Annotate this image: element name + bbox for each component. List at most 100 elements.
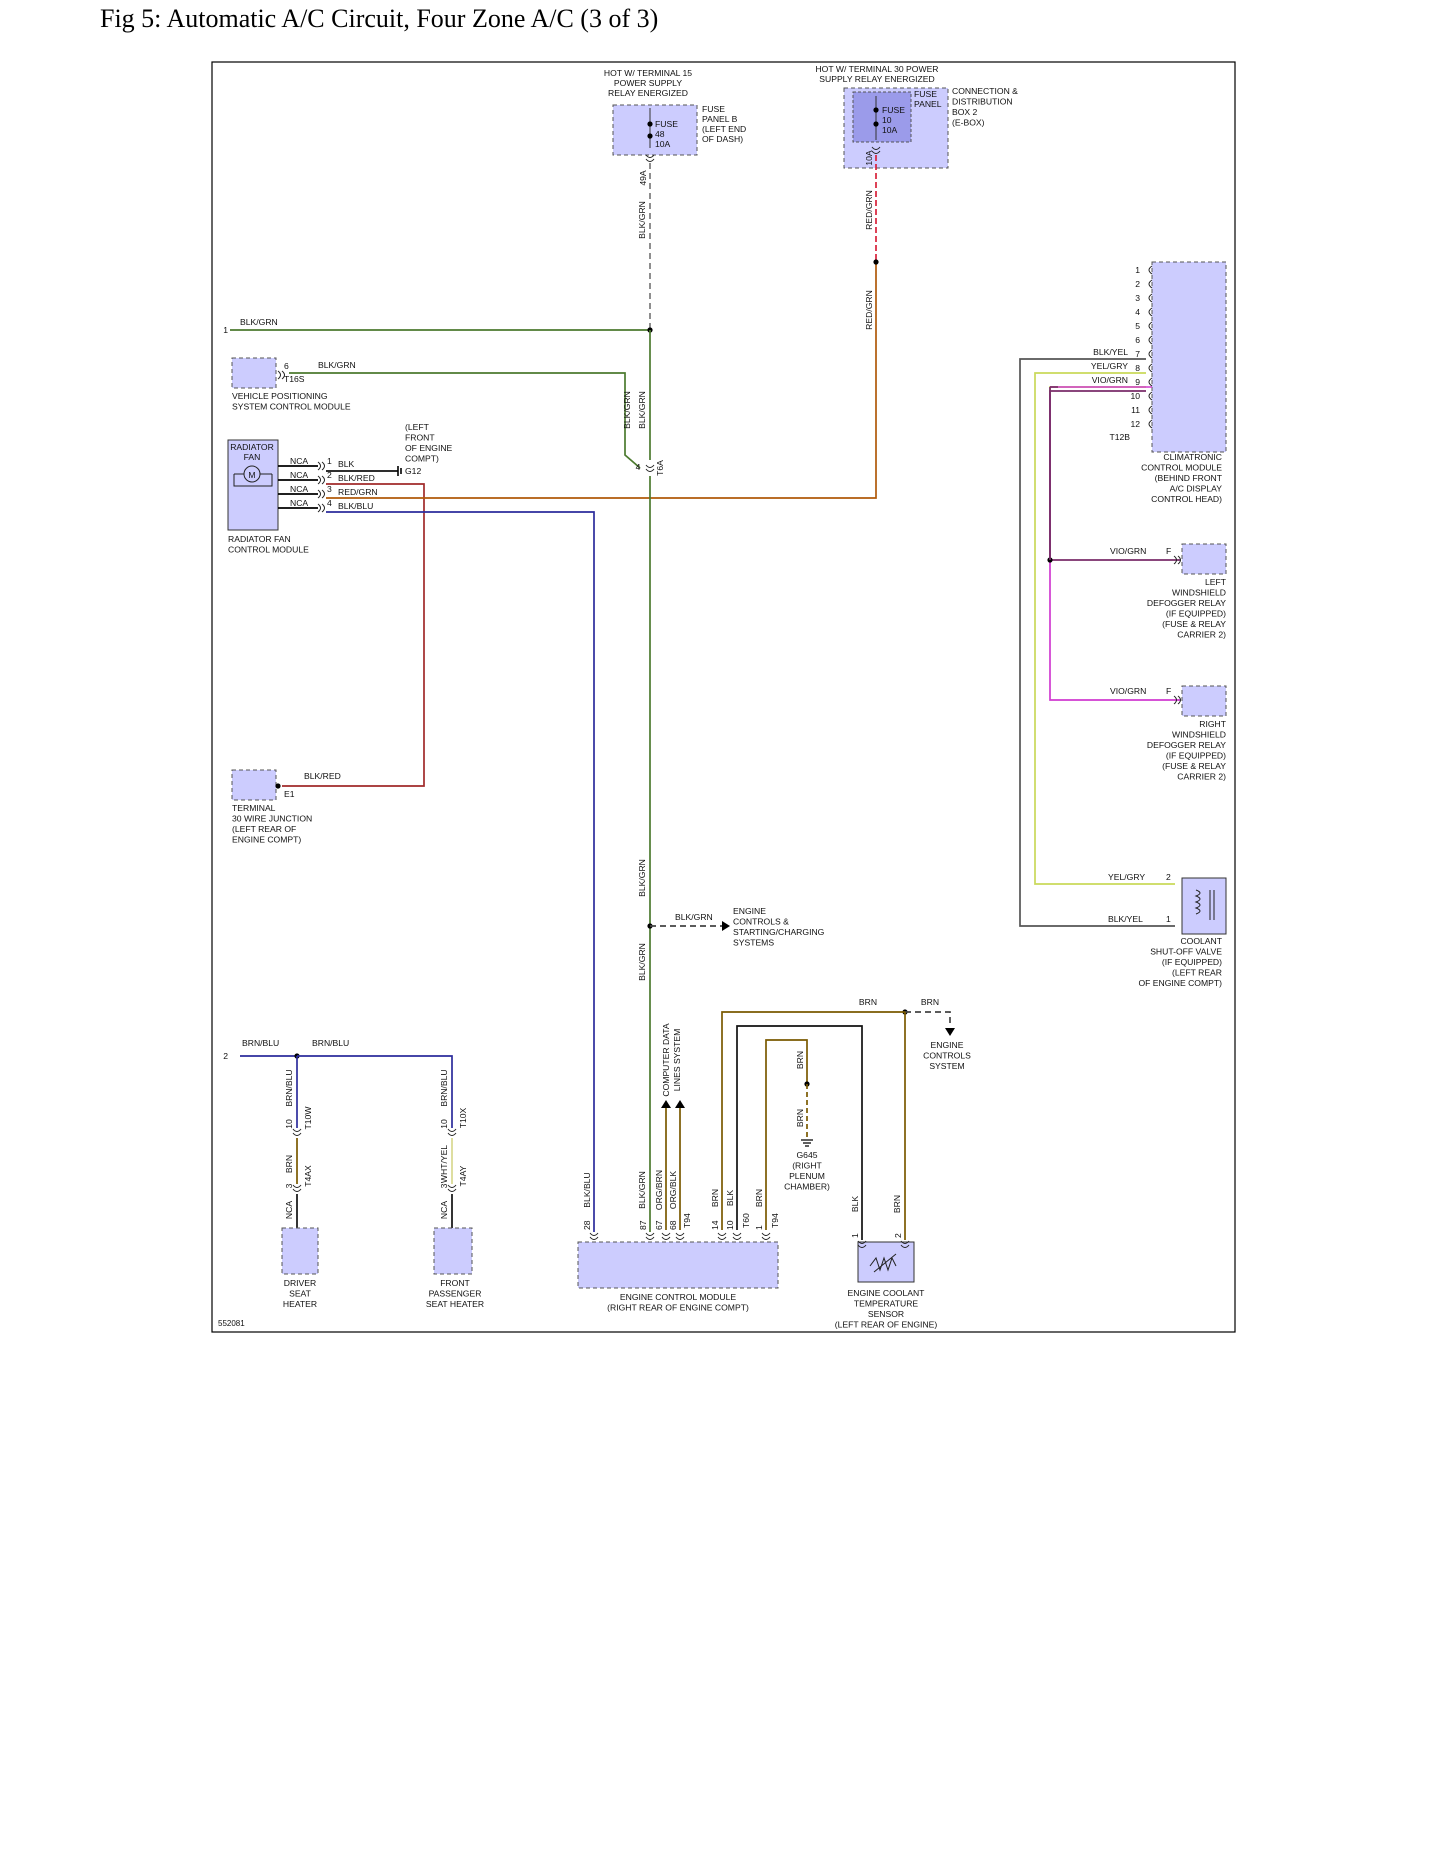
wire-label-vio-grn: VIO/GRN [1110, 686, 1146, 696]
ground-g645-icon [801, 1139, 813, 1147]
fuse-panel-b-label-line: OF DASH) [702, 134, 743, 144]
wire-label-nca: NCA [290, 470, 308, 480]
ecm-pin-connector [732, 1232, 742, 1240]
defog-right-label-line: (IF EQUIPPED) [1166, 751, 1226, 761]
defog-left-label-line: (IF EQUIPPED) [1166, 609, 1226, 619]
ecm-label-line: ENGINE CONTROL MODULE [620, 1292, 736, 1302]
ground-g12-location-line: OF ENGINE [405, 443, 453, 453]
defog-left-box [1181, 543, 1227, 575]
passenger-conn: T10X [458, 1107, 468, 1128]
wire-label-vio-grn: VIO/GRN [1110, 546, 1146, 556]
coolant-valve-pin: 1 [1166, 914, 1171, 924]
ecm-pin-connector [675, 1232, 685, 1240]
passenger-pin: 3 [439, 1183, 449, 1188]
climatronic-label-line: CONTROL MODULE [1141, 463, 1222, 473]
hot-t15-label-line: POWER SUPPLY [614, 78, 682, 88]
fuse10-connector [871, 146, 881, 154]
climatronic-conn: T12B [1109, 432, 1130, 442]
wire-label-nca: NCA [439, 1201, 449, 1219]
engine-controls-2-label-line: CONTROLS [923, 1051, 971, 1061]
wire-blk-ect [736, 1025, 863, 1240]
fuse-panel-box [852, 91, 912, 143]
passenger-seat-label-line: SEAT HEATER [426, 1299, 484, 1309]
ecm-pin: 87 [638, 1220, 648, 1230]
wire-label-blk: BLK [338, 459, 355, 469]
solenoid-icon [1194, 889, 1215, 920]
ecm-pin: 28 [582, 1220, 592, 1230]
ecm-pin: 14 [710, 1220, 720, 1230]
wire-label-org-brn: ORG/BRN [654, 1170, 664, 1210]
hot-t30-label-line: HOT W/ TERMINAL 30 POWER [815, 64, 938, 74]
wire-brn-g645 [765, 1039, 808, 1230]
arrow-data-line [661, 1100, 671, 1108]
defog-left-connector [1173, 555, 1181, 565]
climatronic-label-line: CONTROL HEAD) [1151, 494, 1222, 504]
climatronic-pin-connector [1148, 321, 1153, 331]
terminal30-label-line: TERMINAL [232, 803, 276, 813]
ground-g12-location-line: FRONT [405, 433, 435, 443]
climatronic-label-line: CLIMATRONIC [1163, 452, 1222, 462]
driver-connector-t10w [292, 1128, 302, 1136]
engine-controls-label-line: ENGINE [733, 906, 766, 916]
ecm-pin-connector [645, 1232, 655, 1240]
wire-label-blk: BLK [725, 1190, 735, 1207]
climatronic-pin-connector [1148, 349, 1153, 359]
wire-label-blk-blu: BLK/BLU [338, 501, 373, 511]
driver-pin: 10 [284, 1119, 294, 1129]
terminal30-label-line: ENGINE COMPT) [232, 835, 301, 845]
driver-conn: T4AX [303, 1165, 313, 1187]
wire-label-brn: BRN [284, 1155, 294, 1173]
driver-conn: T10W [303, 1106, 313, 1130]
terminal30-label-line: 30 WIRE JUNCTION [232, 814, 312, 824]
thermistor-icon [869, 1253, 897, 1273]
radiator-fan-module-label-line: RADIATOR FAN [228, 534, 291, 544]
wire-label-vio-grn: VIO/GRN [1092, 375, 1128, 385]
climatronic-pin-connector [1148, 405, 1153, 415]
driver-seat-label-line: DRIVER [284, 1278, 316, 1288]
ect-label-line: ENGINE COOLANT [848, 1288, 926, 1298]
fuse48-label-line: 10A [655, 139, 671, 149]
defog-right-label-line: CARRIER 2) [1177, 772, 1226, 782]
wire-label-red-grn: RED/GRN [864, 290, 874, 330]
driver-connector-t4ax [292, 1184, 302, 1192]
ground-g12-location-line: (LEFT [405, 422, 430, 432]
wire-blk-grn-vps [289, 372, 641, 469]
wire-label-brn: BRN [795, 1109, 805, 1127]
fuse-panel-b-label-line: (LEFT END [702, 124, 746, 134]
vps-pin: 6 [284, 361, 289, 371]
ground-g12-icon [397, 466, 402, 476]
fuse-panel-label-line: FUSE [914, 89, 937, 99]
g645-label-line: CHAMBER) [784, 1182, 830, 1192]
wire-blk-blu [326, 511, 595, 1232]
motor-symbol: M [248, 470, 255, 480]
ecm-label-line: (RIGHT REAR OF ENGINE COMPT) [607, 1303, 749, 1313]
defog-left-label-line: LEFT [1205, 577, 1227, 587]
climatronic-pin-connector [1148, 391, 1153, 401]
t6a-conn: T6A [655, 460, 665, 476]
ecm-conn: T94 [770, 1213, 780, 1228]
climatronic-pin-connector [1148, 307, 1153, 317]
climatronic-pin: 11 [1131, 405, 1140, 415]
climatronic-pin-connector [1148, 419, 1153, 429]
coolant-valve-label-line: OF ENGINE COMPT) [1138, 978, 1222, 988]
climatronic-pin: 3 [1135, 293, 1140, 303]
climatronic-pin: 9 [1135, 377, 1140, 387]
terminal30-box [231, 769, 277, 801]
wire-label-brn: BRN [859, 997, 877, 1007]
fuse10-label-line: 10A [882, 125, 898, 135]
driver-seat-heater-box [281, 1227, 319, 1275]
wire-label-blk-blu: BLK/BLU [582, 1172, 592, 1207]
ecm-pin: 10 [725, 1220, 735, 1230]
wire-label-red-grn: RED/GRN [864, 190, 874, 230]
ecm-box [577, 1241, 779, 1289]
wire-label-brn: BRN [921, 997, 939, 1007]
climatronic-pin: 2 [1135, 279, 1140, 289]
engine-controls-label-line: SYSTEMS [733, 938, 774, 948]
ecm-pin: 1 [754, 1225, 764, 1230]
passenger-pin: 10 [439, 1119, 449, 1129]
g645-label-line: (RIGHT [792, 1161, 822, 1171]
wire-label-brn: BRN [710, 1189, 720, 1207]
coolant-valve-label-line: (IF EQUIPPED) [1162, 957, 1222, 967]
defog-right-label-line: WINDSHIELD [1172, 730, 1226, 740]
climatronic-label-line: A/C DISPLAY [1170, 484, 1223, 494]
